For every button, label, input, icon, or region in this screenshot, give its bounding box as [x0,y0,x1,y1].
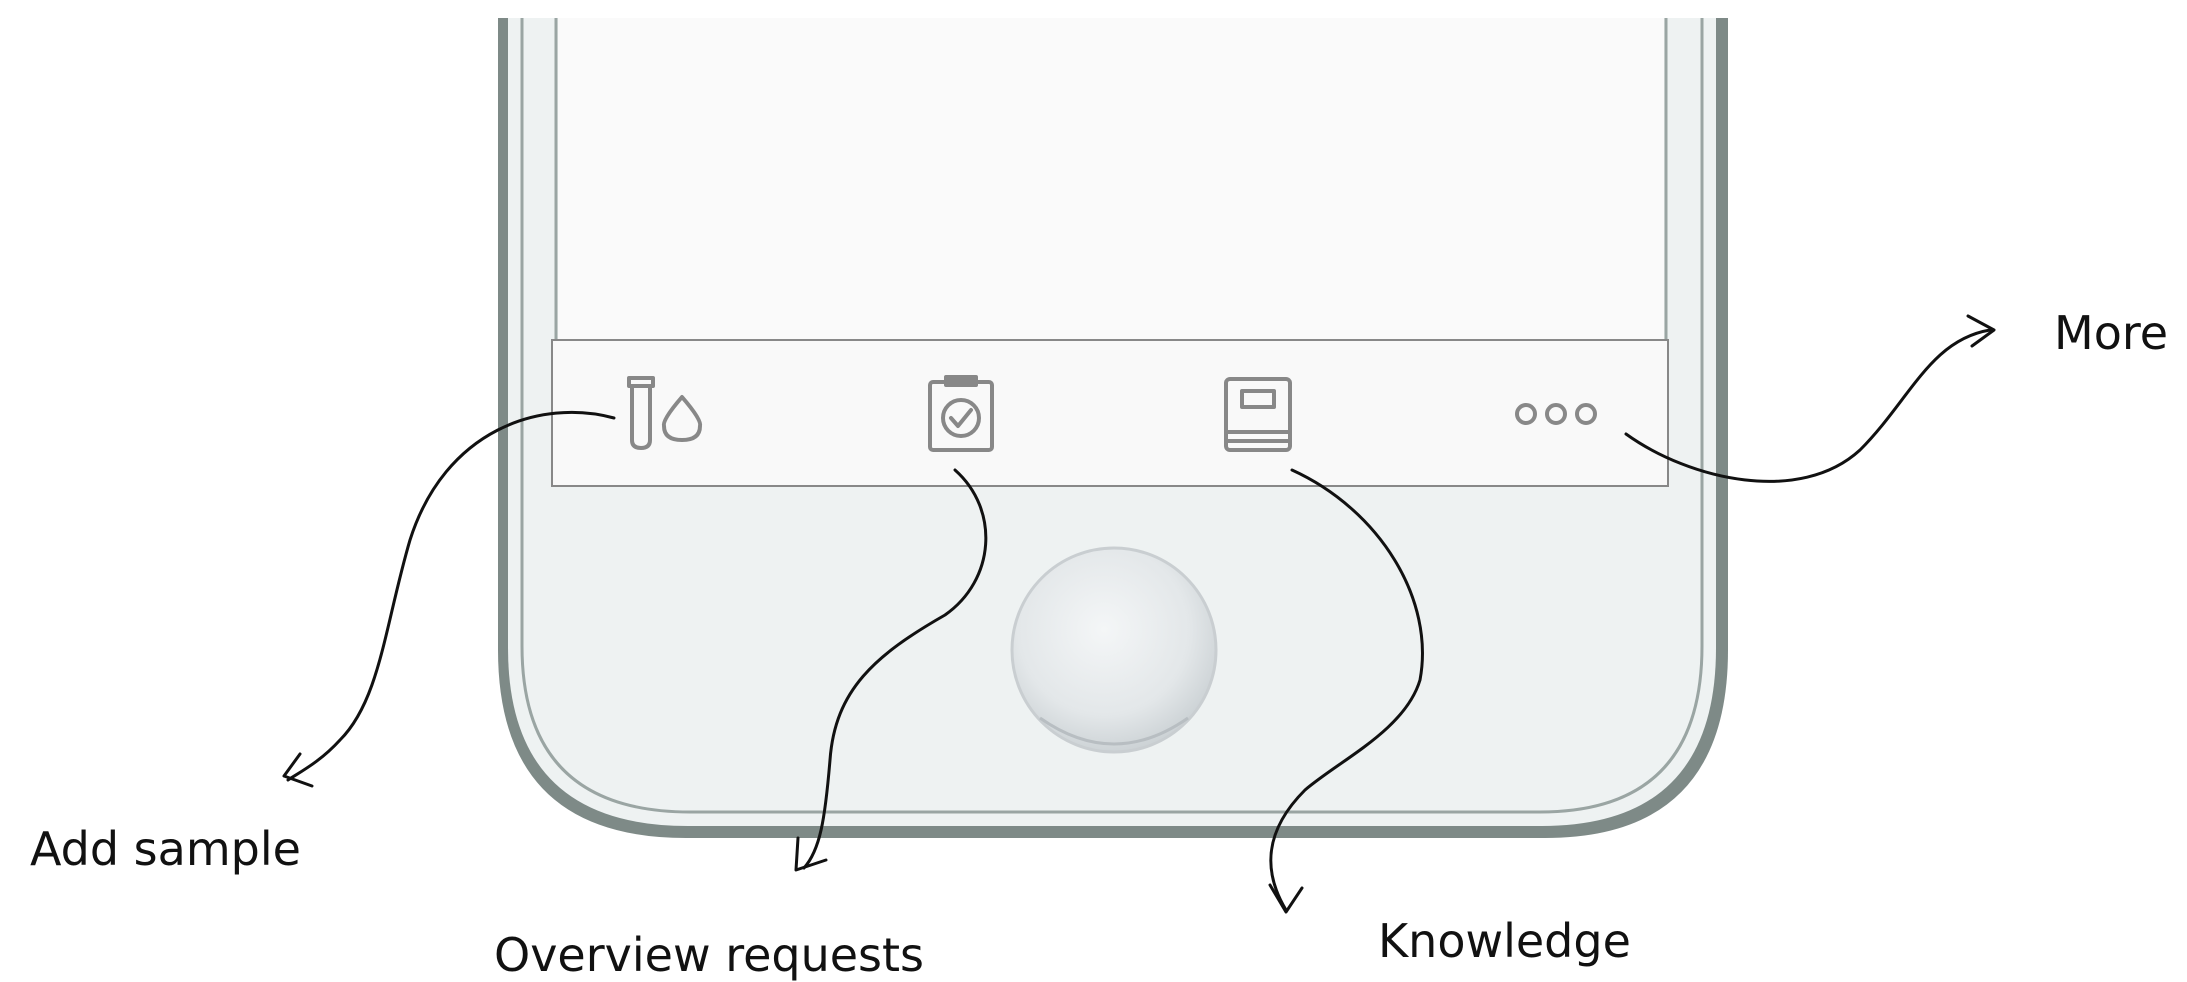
more-dots-icon [1515,403,1597,425]
tab-more[interactable] [1515,403,1597,425]
home-button[interactable] [1010,546,1218,754]
label-overview-requests: Overview requests [494,928,925,982]
arrowhead-knowledge [1268,883,1304,914]
book-icon [1224,377,1292,452]
tab-add-sample[interactable] [627,376,703,450]
arrowhead-add-sample [282,752,314,788]
arrow-overview-requests [802,468,988,870]
label-more: More [2054,306,2169,360]
arrow-knowledge [1269,468,1424,912]
phone-screen [558,18,1664,340]
tab-bar [551,339,1669,487]
arrow-add-sample [286,410,616,782]
arrowhead-overview-requests [794,836,828,872]
sample-tube-drop-icon [627,376,703,450]
label-knowledge: Knowledge [1378,914,1631,968]
arrowhead-more [1966,314,1996,348]
callout-arrows [282,314,1996,914]
tab-overview-requests[interactable] [928,375,994,452]
tab-knowledge[interactable] [1224,377,1292,452]
arrow-more [1624,328,1992,483]
label-add-sample: Add sample [30,822,301,876]
clipboard-check-icon [928,375,994,452]
